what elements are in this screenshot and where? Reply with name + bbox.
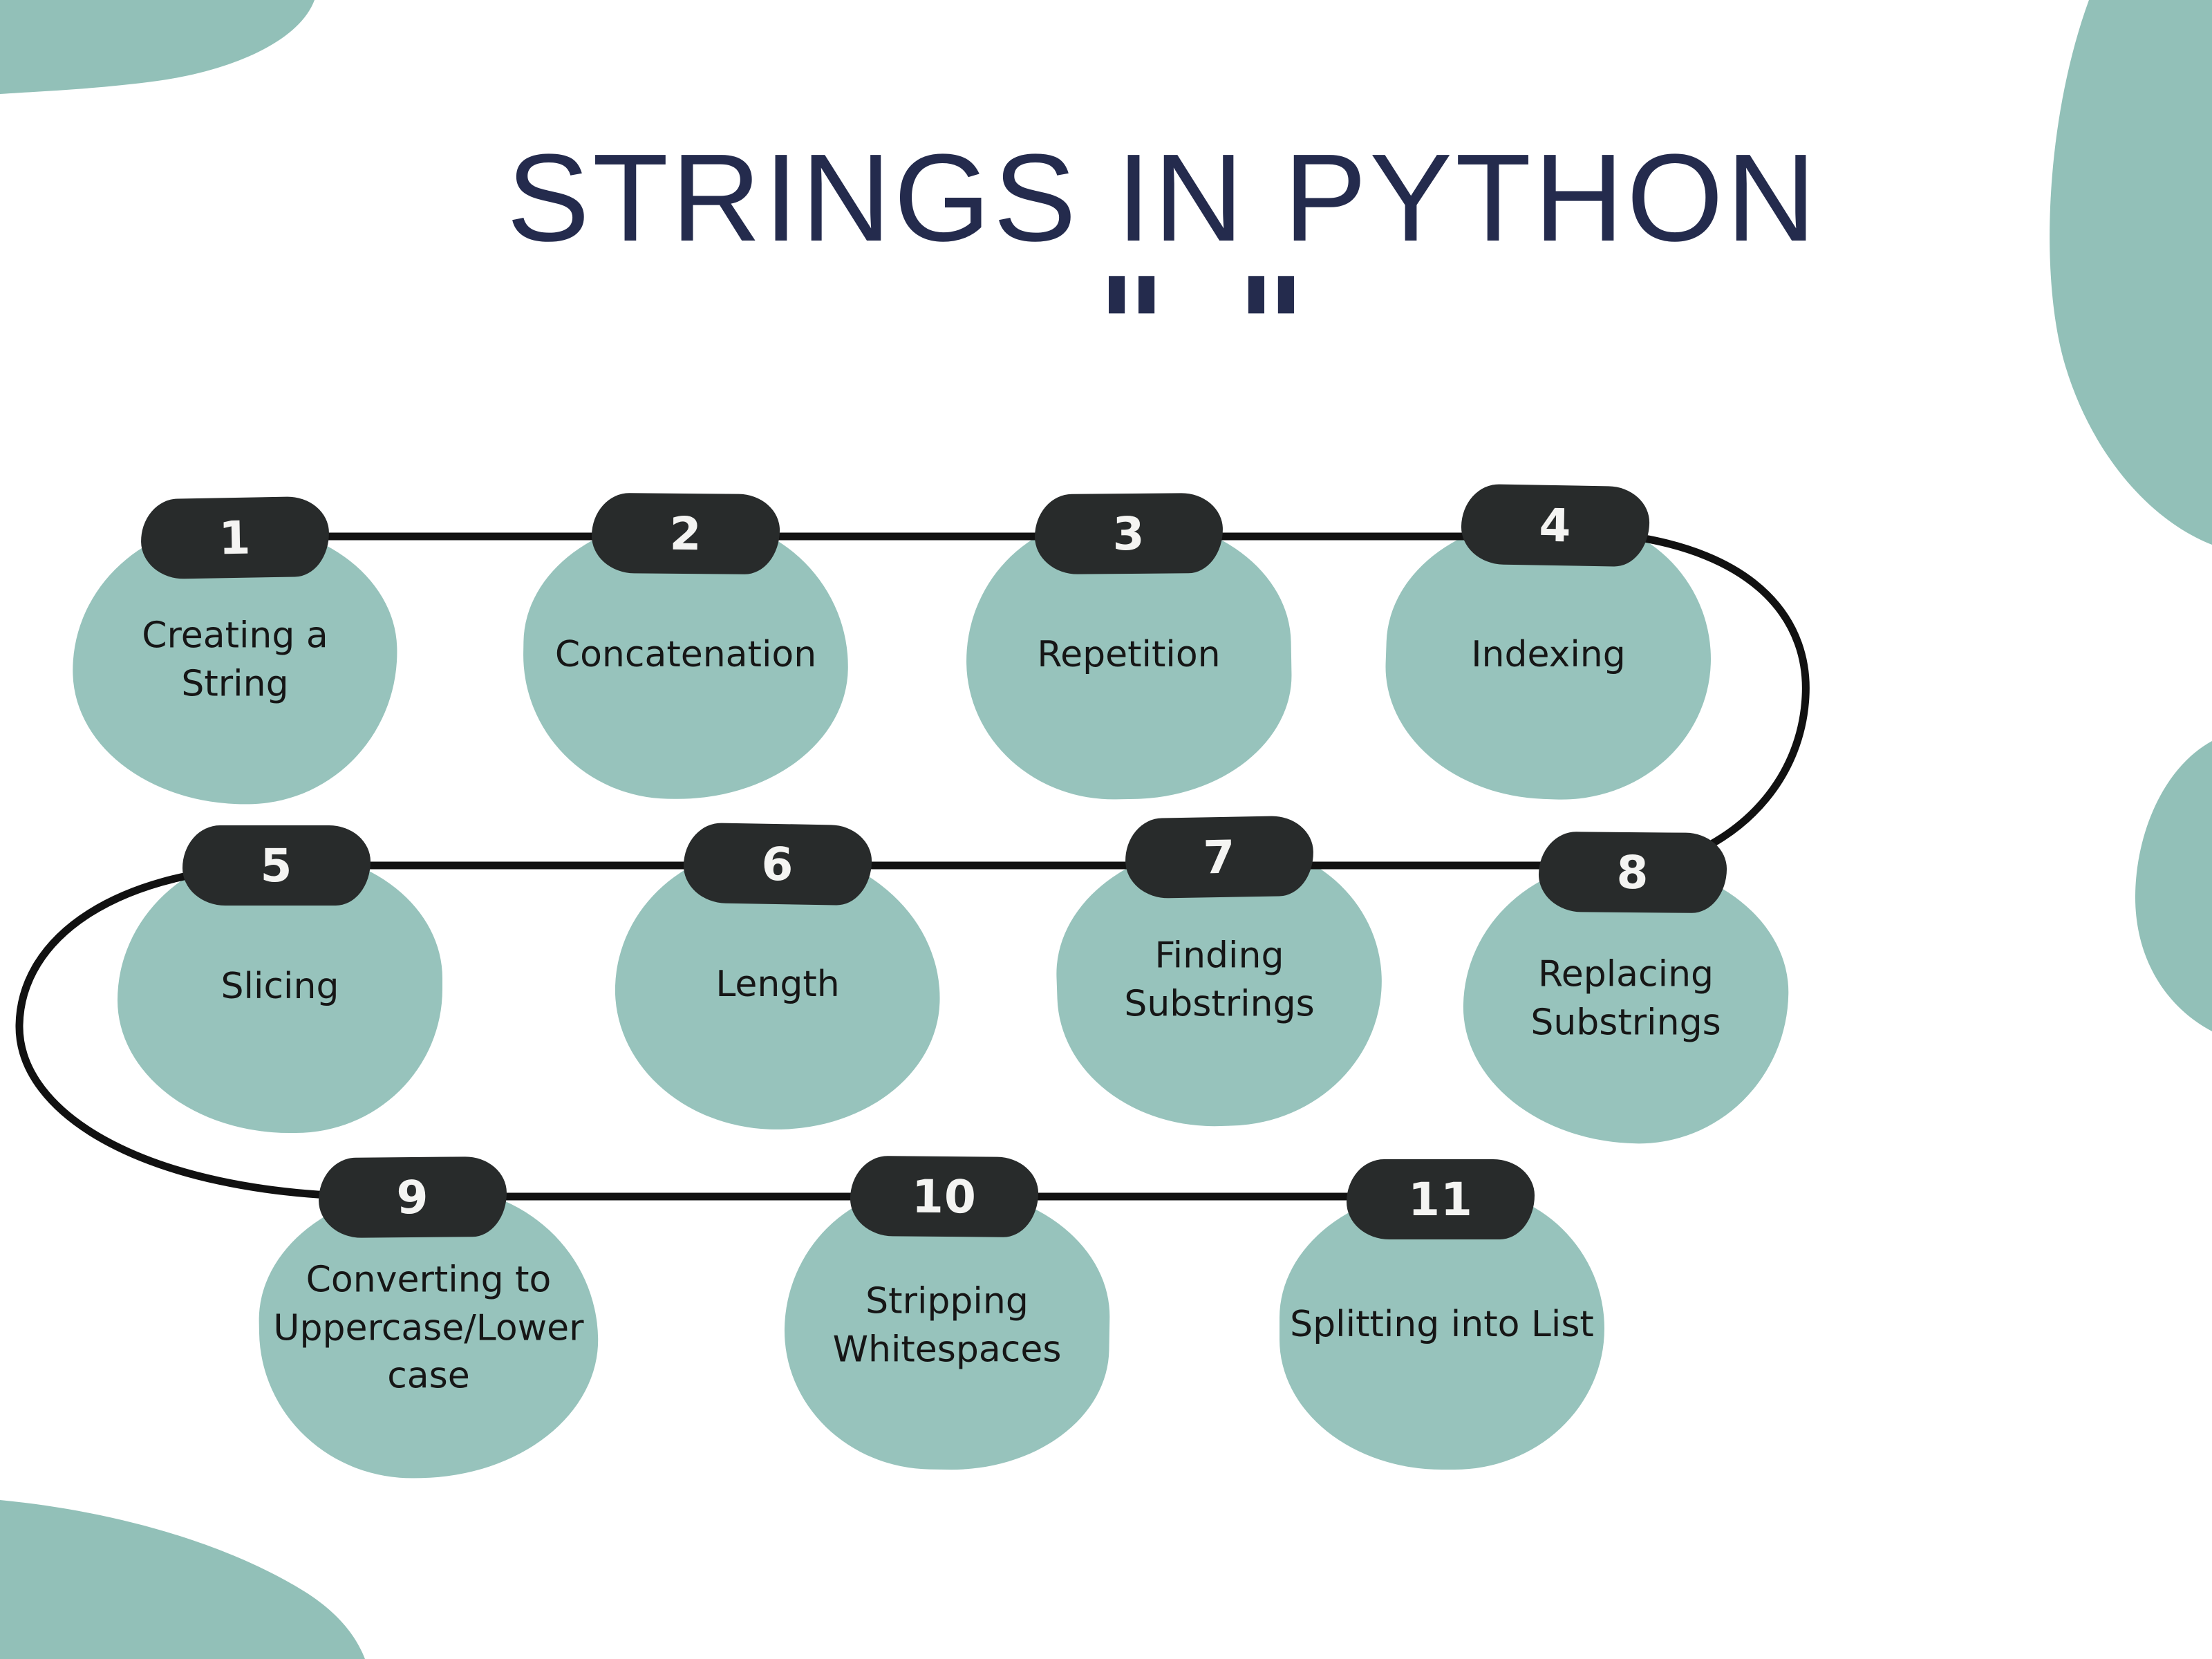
step-number: 8 [1616,845,1649,899]
step-number-badge: 7 [1125,815,1314,899]
step-number: 10 [911,1170,977,1224]
step-number: 4 [1538,498,1573,552]
step-number: 11 [1408,1172,1473,1226]
step-number-badge: 4 [1461,483,1650,568]
step-number: 9 [396,1170,429,1224]
corner-blob-bottom-left [0,1500,365,1659]
step-number-badge: 2 [591,492,780,575]
edge-blob-right-middle [2135,741,2212,1031]
step-label: Splitting into List [1290,1304,1594,1346]
step-number: 7 [1202,830,1237,884]
corner-blob-top-right [2050,0,2212,545]
step-number-badge: 1 [140,496,330,580]
page-title: STRINGS IN PYTHON [506,129,1819,268]
step-label: Finding Substrings [1124,935,1315,1024]
step-number-badge: 9 [318,1156,507,1239]
step-number: 5 [260,838,293,892]
step-label: Concatenation [554,634,817,676]
step-label: Length [715,964,840,1006]
step-label: Replacing Substrings [1530,953,1721,1043]
step-number-badge: 11 [1347,1159,1535,1239]
step-label: Slicing [221,966,339,1008]
step-number-badge: 5 [182,825,371,906]
step-label: Stripping Whitespaces [832,1280,1062,1370]
step-number: 3 [1112,507,1145,561]
step-label: Creating a String [142,615,328,704]
step-number: 2 [669,507,702,561]
step-number: 6 [760,837,795,891]
step-label: Indexing [1471,634,1626,676]
step-label: Repetition [1037,634,1221,676]
step-label: Converting to Uppercase/Lower case [273,1259,584,1397]
step-number-badge: 10 [850,1155,1039,1238]
step-number-badge: 8 [1538,831,1727,914]
step-number: 1 [218,511,252,565]
quote-marks-icon: " " [1095,249,1318,410]
step-number-badge: 6 [683,822,872,906]
corner-blob-top-left [0,0,315,94]
step-number-badge: 3 [1034,492,1224,575]
